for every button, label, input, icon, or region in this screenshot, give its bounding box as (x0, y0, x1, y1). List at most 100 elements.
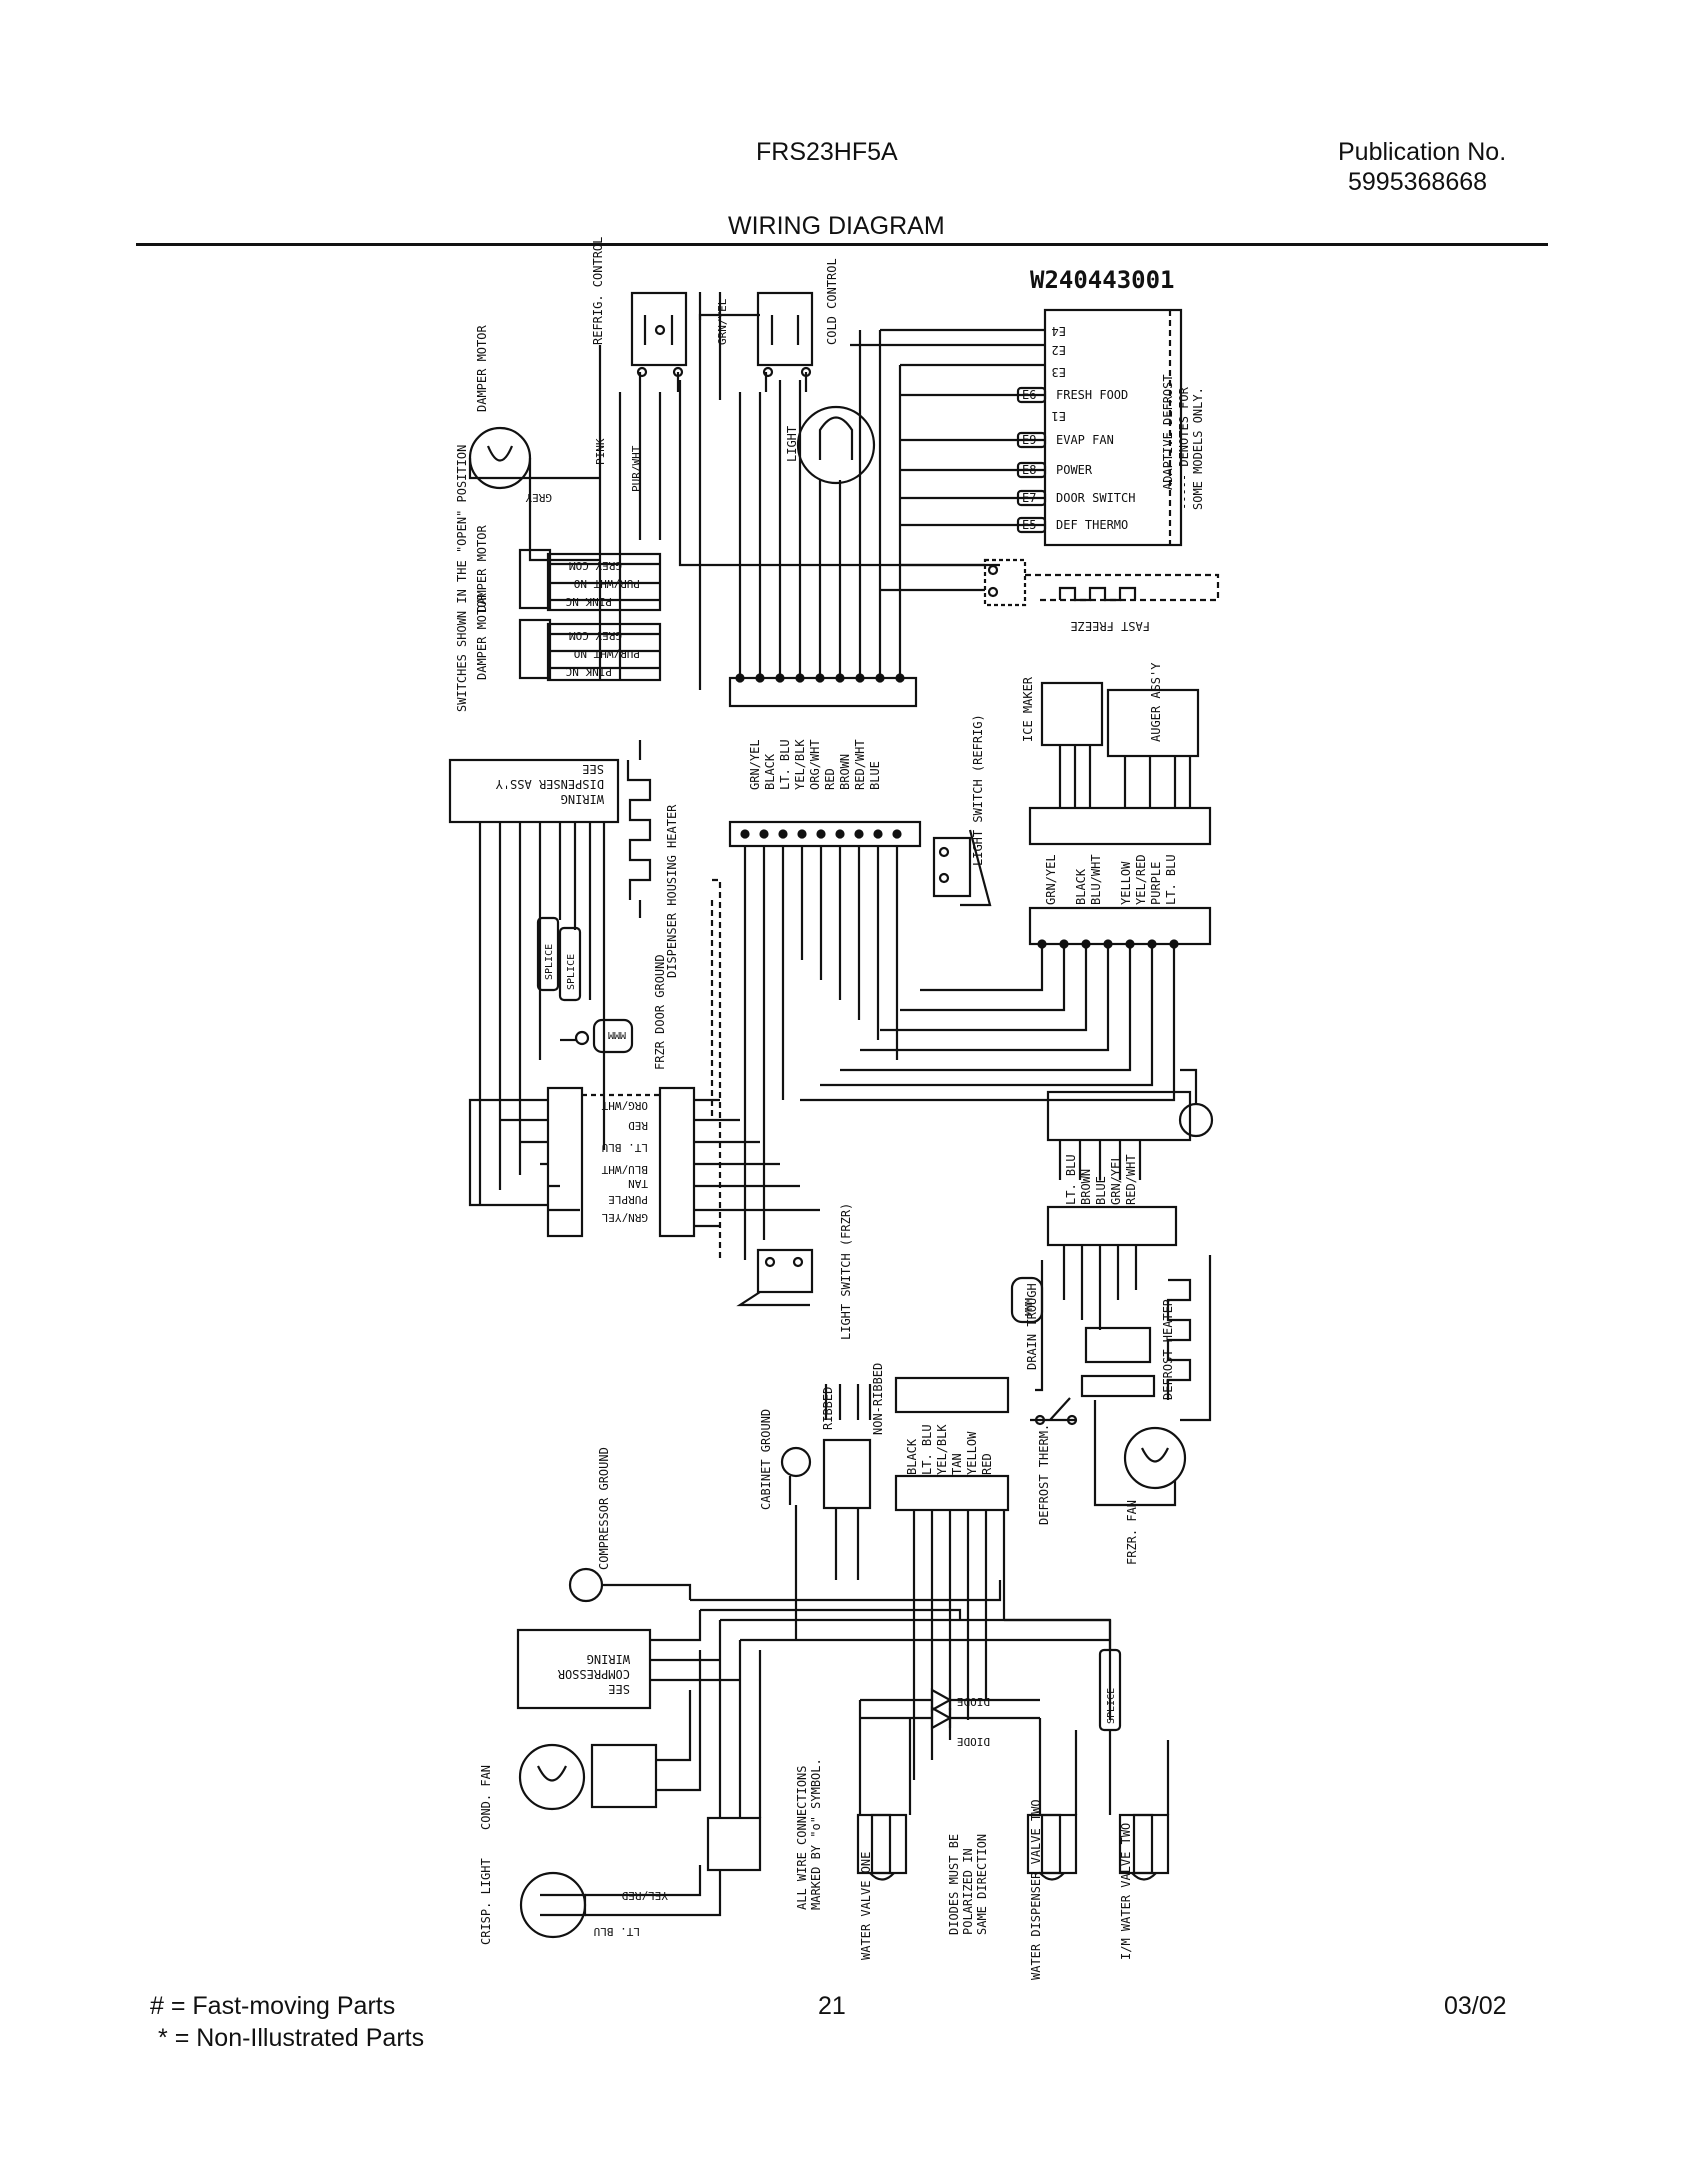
svg-text:RED/WHT: RED/WHT (1124, 1154, 1138, 1205)
top-harness-connector (728, 676, 918, 708)
svg-text:E2: E2 (1052, 343, 1066, 357)
svg-text:BROWN: BROWN (1079, 1169, 1093, 1205)
ribbed-plugs (822, 1384, 872, 1510)
damper-switch-labels: GREY COM PUR/WHT NO PINK NC GREY COM PUR… (566, 559, 640, 678)
page-number: 21 (818, 1992, 846, 2020)
splice-block-1 (536, 916, 560, 992)
water-valve-one (856, 1813, 908, 1881)
damper-switch-1 (518, 548, 552, 610)
svg-text:E8: E8 (1022, 463, 1036, 477)
svg-text:POWER: POWER (1056, 463, 1093, 477)
page-title: WIRING DIAGRAM (728, 212, 945, 240)
wire-connection-note-2: MARKED BY "o" SYMBOL. (809, 1758, 823, 1910)
auger-assy (1106, 688, 1200, 758)
control-terminal-labels: E4 E2 E3 E1 E6 E9 E8 E7 E5 (1022, 324, 1066, 532)
fast-freeze-connector (983, 558, 1220, 607)
svg-text:LT. BLU: LT. BLU (1064, 1154, 1078, 1205)
svg-text:LT. BLU: LT. BLU (1164, 854, 1178, 905)
light-switch-refrig-label: LIGHT SWITCH (REFRIG) (971, 714, 985, 866)
diodes-note-3: SAME DIRECTION (975, 1834, 989, 1935)
svg-text:LT. BLU: LT. BLU (778, 739, 792, 790)
frzr-door-ground-label: FRZR DOOR GROUND (653, 954, 667, 1070)
drain-trough-label: DRAIN TROUGH (1025, 1283, 1039, 1370)
diode-upper (930, 1688, 953, 1712)
svg-text:PINK: PINK (594, 438, 607, 465)
refrig-control (630, 291, 688, 367)
svg-text:GRN/YEL: GRN/YEL (716, 298, 729, 345)
footer-date: 03/02 (1444, 1992, 1507, 2020)
part-number: W240443001 (1030, 266, 1175, 294)
diodes-note-2: POLARIZED IN (961, 1848, 975, 1935)
frzr-harness-connector-bottom (894, 1474, 1010, 1512)
svg-text:BLUE: BLUE (868, 761, 882, 790)
water-dispenser-valve-two (1026, 1813, 1078, 1881)
publication-label: Publication No. (1338, 138, 1507, 166)
svg-text:E4: E4 (1052, 324, 1066, 338)
denotes-note-1: ----- DENOTES FOR (1177, 386, 1191, 510)
defrost-thermostat (1030, 1397, 1078, 1426)
svg-text:ORG/WHT: ORG/WHT (601, 1099, 648, 1112)
diode-label-2: DIODE (957, 1735, 990, 1748)
adaptive-defrost-note: ADAPTIVE DEFROST (1161, 374, 1175, 490)
splice-label-2: SPLICE (566, 954, 577, 990)
svg-text:TAN: TAN (950, 1453, 964, 1475)
control-terminal-connectors (1016, 386, 1047, 534)
crisp-light (519, 1865, 722, 1939)
legend-text: = Non-Illustrated Parts (174, 2024, 425, 2052)
light-label: LIGHT (785, 426, 799, 462)
door-harness-labels: ORG/WHT RED LT. BLU BLU/WHT TAN PURPLE G… (601, 1099, 648, 1224)
splice-label-1: SPLICE (544, 944, 555, 980)
svg-text:ORG/WHT: ORG/WHT (808, 739, 822, 790)
legend-item-non-illustrated: * = Non-Illustrated Parts (158, 2024, 424, 2053)
svg-text:TAN: TAN (628, 1177, 648, 1190)
ice-maker-wire-list: GRN/YEL BLACK BLU/WHT YELLOW YEL/RED PUR… (1044, 854, 1178, 905)
see-dispenser-2: DISPENSER ASS'Y (495, 777, 604, 791)
main-harness-connector (728, 820, 922, 848)
damper-motor-label-3: DAMPER MOTOR (475, 593, 489, 680)
denotes-note-2: SOME MODELS ONLY. (1191, 387, 1205, 510)
svg-text:PINK NC: PINK NC (566, 665, 612, 678)
svg-text:RED/WHT: RED/WHT (853, 739, 867, 790)
cabinet-ground-label: CABINET GROUND (759, 1409, 773, 1510)
svg-text:PURPLE: PURPLE (608, 1193, 648, 1206)
water-valve-one-label: WATER VALVE ONE (859, 1852, 873, 1960)
svg-text:E3: E3 (1052, 365, 1066, 379)
svg-text:BLACK: BLACK (1074, 868, 1088, 905)
legend-text: = Fast-moving Parts (170, 1992, 396, 2020)
svg-text:GRN/YEL: GRN/YEL (1044, 854, 1058, 905)
see-compressor-2: COMPRESSOR (557, 1667, 630, 1681)
ice-maker (1040, 681, 1104, 747)
control-function-labels: FRESH FOOD EVAP FAN POWER DOOR SWITCH DE… (1056, 388, 1135, 532)
svg-text:RED: RED (628, 1119, 648, 1132)
svg-text:BLU/WHT: BLU/WHT (1089, 854, 1103, 905)
svg-text:YEL/BLK: YEL/BLK (793, 739, 807, 790)
ice-maker-connector-top (1028, 806, 1212, 846)
svg-text:GRN/YEL: GRN/YEL (1109, 1154, 1123, 1205)
non-ribbed-label: NON-RIBBED (871, 1363, 885, 1435)
compressor-wiring-box (516, 1628, 652, 1710)
light-bulb (796, 405, 876, 485)
cond-fan-motor (518, 1743, 658, 1811)
frzr-door-ground (560, 1018, 634, 1054)
frzr-fan-motor (1093, 1400, 1187, 1507)
wire-connection-note-1: ALL WIRE CONNECTIONS (795, 1766, 809, 1911)
dispenser-housing-heater-label: DISPENSER HOUSING HEATER (665, 804, 679, 978)
svg-text:E5: E5 (1022, 518, 1036, 532)
ribbed-label: RIBBED (821, 1387, 835, 1430)
svg-text:PUR/WHT NO: PUR/WHT NO (574, 647, 640, 660)
svg-text:E9: E9 (1022, 433, 1036, 447)
svg-text:YEL/BLK: YEL/BLK (935, 1424, 949, 1475)
cabinet-ground (780, 1446, 812, 1640)
legend-symbol: # (150, 1992, 164, 2020)
see-compressor-3: WIRING (587, 1652, 630, 1666)
defrost-therm-label: DEFROST THERM. (1037, 1424, 1051, 1525)
im-water-valve-two (1118, 1813, 1170, 1881)
damper-motor-label-2: DAMPER MOTOR (475, 525, 489, 612)
crisp-light-label: CRISP. LIGHT (479, 1858, 493, 1945)
svg-text:E7: E7 (1022, 491, 1036, 505)
legend-item-fast-moving: # = Fast-moving Parts (150, 1992, 395, 2021)
crisp-light-connector (706, 1816, 762, 1872)
svg-text:GREY COM: GREY COM (569, 629, 622, 642)
damper-motor-label: DAMPER MOTOR (475, 325, 489, 412)
